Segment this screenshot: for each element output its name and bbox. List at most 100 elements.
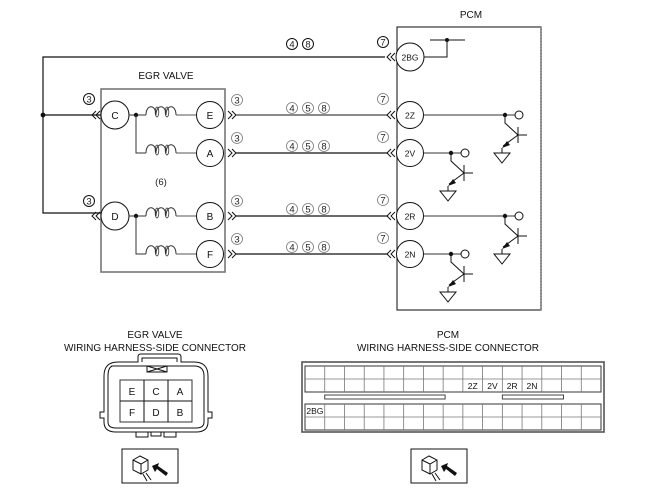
lock-rail [324, 394, 446, 400]
egr-connector-cells: E C A F D B [129, 387, 184, 419]
svg-text:3: 3 [86, 95, 91, 106]
connector-view-icon [410, 448, 468, 484]
coil-winding [145, 207, 177, 219]
egr-pin-f: F3 [196, 233, 243, 268]
coil-winding [145, 144, 177, 156]
svg-text:3: 3 [234, 96, 239, 107]
svg-text:2Z: 2Z [405, 111, 415, 121]
wire-note: 4 [286, 102, 298, 115]
svg-text:7: 7 [380, 38, 385, 49]
wire-2bg-notes: 4 8 [286, 38, 314, 51]
wire-note: 8 [318, 102, 330, 115]
egr-pin-b: B3 [196, 195, 243, 230]
junction-dot [40, 112, 46, 118]
pcm-connector-title-2: WIRING HARNESS-SIDE CONNECTOR [357, 343, 539, 354]
egr-connector-pin-e: E [129, 387, 136, 398]
svg-text:4: 4 [289, 243, 294, 254]
wire-note: 8 [318, 203, 330, 216]
egr-coils [129, 106, 197, 257]
transistor-icon [424, 148, 473, 202]
svg-text:F: F [207, 250, 213, 261]
pin-note: 7 [377, 131, 389, 144]
egr-connector-title-2: WIRING HARNESS-SIDE CONNECTOR [64, 343, 246, 354]
pcm-box [396, 26, 542, 311]
pcm-connector-pin-2r: 2R [507, 381, 518, 391]
wire-note: 5 [302, 102, 314, 115]
egr-connector-face [99, 353, 213, 438]
egr-note-marker: (6) [155, 177, 167, 188]
pcm-connector-pin-2n: 2N [526, 381, 537, 391]
svg-text:C: C [111, 111, 118, 122]
svg-text:E: E [207, 111, 214, 122]
svg-text:2R: 2R [405, 212, 416, 222]
svg-text:3: 3 [86, 197, 91, 208]
pcm-driver-transistors [424, 110, 527, 303]
egr-connector-title-1: EGR VALVE [127, 330, 183, 341]
pin-note: 7 [377, 232, 389, 245]
wire-note: 4 [286, 140, 298, 153]
wire-note: 4 [286, 203, 298, 216]
svg-text:A: A [207, 149, 214, 160]
pcm-connector-title-1: PCM [437, 330, 459, 341]
transistor-icon [424, 211, 527, 265]
wire-2bg-to-d [42, 56, 385, 214]
coil-winding [145, 106, 177, 118]
egr-connector-pin-b: B [177, 408, 184, 419]
wire-note: 4 [286, 241, 298, 254]
wire-note: 5 [302, 203, 314, 216]
svg-text:8: 8 [321, 205, 326, 216]
transistor-icon [424, 110, 527, 164]
pcm-connector-pin-2bg: 2BG [306, 406, 323, 416]
svg-text:7: 7 [380, 234, 385, 245]
pin-note: 7 [377, 93, 389, 106]
coil-winding [145, 245, 177, 257]
svg-text:3: 3 [234, 134, 239, 145]
svg-text:2N: 2N [405, 250, 416, 260]
svg-text:5: 5 [305, 142, 310, 153]
svg-text:3: 3 [234, 197, 239, 208]
pin-note: 7 [377, 194, 389, 207]
svg-text:8: 8 [321, 142, 326, 153]
pcm-pin-2z: 2Z 7 [377, 93, 424, 129]
wire-note: 8 [318, 140, 330, 153]
pin-note: 3 [231, 195, 243, 208]
egr-valve-box [100, 88, 226, 273]
egr-connector-pin-a: A [177, 387, 184, 398]
svg-text:7: 7 [380, 196, 385, 207]
svg-text:4: 4 [289, 40, 294, 51]
egr-connector-pin-f: F [129, 408, 135, 419]
svg-text:5: 5 [305, 104, 310, 115]
svg-text:2BG: 2BG [401, 53, 418, 63]
pin-note: 3 [231, 233, 243, 246]
svg-text:B: B [207, 212, 214, 223]
wire-note: 8 [318, 241, 330, 254]
pcm-connector-pin-2v: 2V [487, 381, 498, 391]
lock-rail [501, 394, 564, 400]
transistor-icon [424, 249, 473, 303]
egr-pin-e: E3 [196, 94, 243, 129]
svg-text:8: 8 [305, 40, 310, 51]
pcm-pin-2v: 2V 7 [377, 131, 424, 167]
pin-note: 3 [231, 94, 243, 107]
pcm-pin-2bg: 2BG 7 [377, 36, 465, 72]
egr-pin-a: A3 [196, 132, 243, 167]
pcm-title: PCM [460, 10, 482, 21]
svg-text:4: 4 [289, 142, 294, 153]
svg-text:8: 8 [321, 243, 326, 254]
svg-text:3: 3 [234, 235, 239, 246]
svg-text:7: 7 [380, 95, 385, 106]
egr-connector-pin-c: C [152, 387, 159, 398]
svg-text:5: 5 [305, 205, 310, 216]
svg-text:7: 7 [380, 133, 385, 144]
egr-connector-pin-d: D [152, 408, 159, 419]
wire-note: 5 [302, 140, 314, 153]
egr-valve-title: EGR VALVE [138, 71, 194, 82]
pcm-pin-2n: 2N 7 [377, 232, 424, 268]
svg-text:D: D [111, 212, 118, 223]
svg-text:4: 4 [289, 205, 294, 216]
svg-text:2V: 2V [405, 149, 416, 159]
svg-text:4: 4 [289, 104, 294, 115]
